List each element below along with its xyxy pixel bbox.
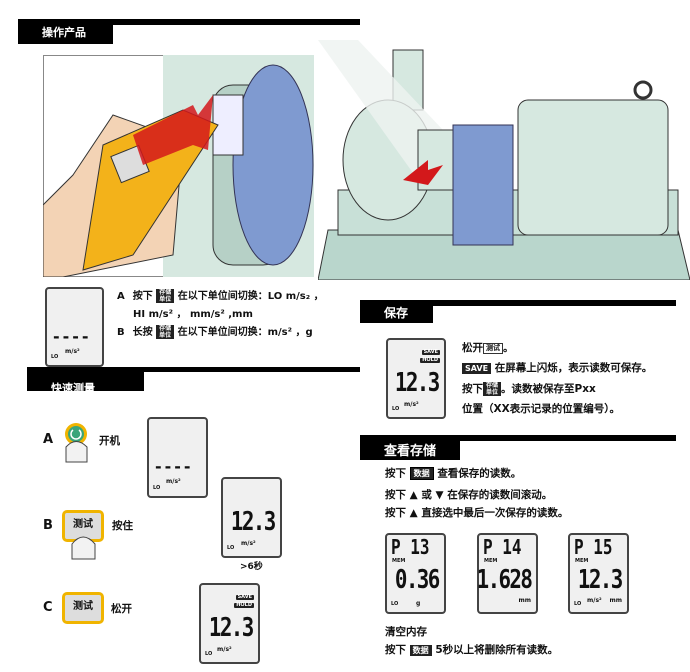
save-line-4: 位置（XX表示记录的位置编号）。 bbox=[462, 403, 620, 415]
units-a-text2: HI m/s² ， mm/s² ,mm bbox=[133, 309, 253, 320]
data-key-icon: 数据 bbox=[409, 467, 434, 480]
lcd-lo: LO bbox=[574, 601, 582, 607]
view-line-2: 按下 ▲ 或 ▼ 在保存的读数间滚动。 bbox=[385, 489, 553, 501]
step-label-a: 开机 bbox=[99, 435, 120, 447]
data-key-icon: 数据 bbox=[409, 644, 432, 656]
view-line-1: 按下 数据 查看保存的读数。 bbox=[385, 467, 522, 480]
units-b-text: 在以下单位间切换：m/s² ，g bbox=[177, 327, 313, 338]
memory-value: 12.3 bbox=[578, 565, 623, 595]
pump-motor-illustration bbox=[318, 40, 690, 280]
save-unit-key-icon: 存储单位 bbox=[156, 325, 175, 339]
lcd-lo: LO bbox=[51, 354, 59, 360]
lcd-display-units: ---- m/s² LO bbox=[45, 287, 104, 367]
section-rule bbox=[360, 300, 676, 306]
section-rule bbox=[360, 435, 676, 441]
step-letter-c: C bbox=[43, 600, 53, 615]
test-button-c: 测试 bbox=[62, 592, 104, 624]
lcd-memory-p15: P 15 MEM 12.3 m/s² mm LO bbox=[568, 533, 629, 614]
lcd-lo: LO bbox=[227, 545, 235, 551]
step-label-c: 松开 bbox=[111, 603, 132, 615]
section-title-operate: 操作产品 bbox=[18, 19, 113, 44]
memory-unit-2: mm bbox=[609, 597, 622, 604]
lcd-lo: LO bbox=[392, 406, 400, 412]
save-badge: SAVE bbox=[462, 362, 492, 374]
long-press-text: 长按 bbox=[132, 327, 153, 338]
memory-position: P 15 bbox=[574, 535, 613, 559]
lcd-dashes: ---- bbox=[155, 457, 194, 476]
units-a-text: 在以下单位间切换：LO m/s₂ ， bbox=[177, 291, 324, 302]
save-line-3: 按下存储单位。读数被保存至Pxx bbox=[462, 382, 596, 396]
memory-value: 1.628 bbox=[476, 565, 532, 595]
hand-held-meter-illustration bbox=[43, 55, 314, 277]
step-letter-b: B bbox=[43, 518, 53, 533]
section-title-view: 查看存储 bbox=[360, 435, 460, 460]
memory-position: P 14 bbox=[483, 535, 522, 559]
save-line-1: 松开测试。 bbox=[462, 342, 514, 354]
units-line-b: B 长按 存储单位 在以下单位间切换：m/s² ，g bbox=[117, 325, 313, 339]
memory-unit: m/s² bbox=[587, 597, 602, 604]
mem-indicator: MEM bbox=[575, 558, 589, 564]
lcd-reading: 12.3 bbox=[231, 507, 276, 537]
hold-indicator: HOLD bbox=[420, 357, 440, 363]
mem-indicator: MEM bbox=[392, 558, 406, 564]
press-text: 按下 bbox=[132, 291, 153, 302]
lcd-display-save-hold: SAVE HOLD 12.3 m/s² LO bbox=[199, 583, 260, 664]
section-rule bbox=[27, 367, 360, 372]
memory-value: 0.36 bbox=[395, 565, 440, 595]
save-indicator: SAVE bbox=[421, 349, 440, 355]
section-rule bbox=[18, 19, 360, 25]
lcd-display-hold: 12.3 m/s² LO bbox=[221, 477, 282, 558]
step-letter-a: A bbox=[43, 432, 54, 447]
lcd-dashes: ---- bbox=[53, 327, 92, 346]
test-key-icon: 测试 bbox=[483, 342, 503, 354]
finger-press-icon bbox=[71, 536, 96, 560]
save-indicator: SAVE bbox=[235, 594, 254, 600]
step-label-b: 按住 bbox=[112, 520, 133, 532]
power-button-finger-icon bbox=[65, 423, 88, 463]
step-letter: B bbox=[117, 327, 125, 338]
lcd-unit: m/s² bbox=[241, 540, 256, 547]
mem-indicator: MEM bbox=[484, 558, 498, 564]
save-unit-key-icon: 存储单位 bbox=[483, 382, 502, 396]
step-letter: A bbox=[117, 291, 125, 302]
lcd-unit: m/s² bbox=[65, 348, 80, 355]
lcd-display-power-on: ---- m/s² LO bbox=[147, 417, 208, 498]
memory-position: P 13 bbox=[391, 535, 430, 559]
memory-unit: mm bbox=[518, 597, 531, 604]
lcd-lo: LO bbox=[153, 485, 161, 491]
lcd-unit: m/s² bbox=[217, 646, 232, 653]
lcd-lo: LO bbox=[391, 601, 399, 607]
lcd-unit: m/s² bbox=[166, 478, 181, 485]
memory-unit: g bbox=[416, 600, 421, 607]
lcd-lo: LO bbox=[205, 651, 213, 657]
section-title-quick: 快速测量 bbox=[27, 367, 144, 391]
hold-duration-note: >6秒 bbox=[240, 562, 263, 572]
lcd-unit: m/s² bbox=[404, 401, 419, 408]
section-title-save: 保存 bbox=[360, 300, 433, 323]
hold-indicator: HOLD bbox=[234, 602, 254, 608]
lcd-reading: 12.3 bbox=[209, 613, 254, 643]
lcd-display-save: SAVE HOLD 12.3 m/s² LO bbox=[386, 338, 446, 419]
units-line-a: A 按下 存储单位 在以下单位间切换：LO m/s₂ ， bbox=[117, 289, 324, 303]
lcd-memory-p13: P 13 MEM 0.36 g LO bbox=[385, 533, 446, 614]
clear-memory-line: 按下 数据 5秒以上将删除所有读数。 bbox=[385, 644, 559, 656]
save-unit-key-icon: 存储单位 bbox=[156, 289, 175, 303]
lcd-memory-p14: P 14 MEM 1.628 mm bbox=[476, 533, 538, 614]
clear-memory-title: 清空内存 bbox=[385, 626, 427, 638]
view-line-3: 按下 ▲ 直接选中最后一次保存的读数。 bbox=[385, 507, 569, 519]
test-button-b: 测试 bbox=[62, 510, 104, 542]
lcd-reading: 12.3 bbox=[395, 368, 440, 398]
save-line-2: SAVE 在屏幕上闪烁，表示读数可保存。 bbox=[462, 362, 652, 376]
